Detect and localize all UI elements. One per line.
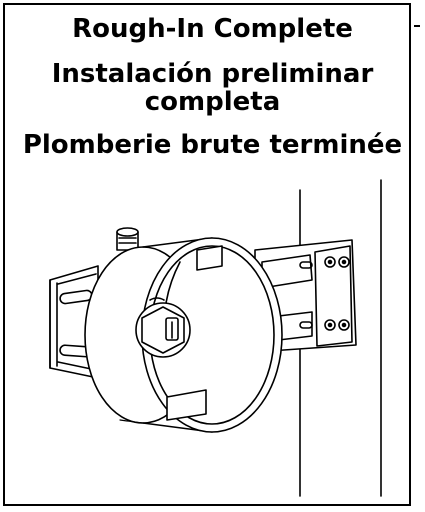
margin-tick-mark	[414, 25, 420, 27]
title-english: Rough-In Complete	[72, 14, 353, 44]
valve-body	[135, 297, 191, 358]
title-spanish: Instalación preliminar completa	[51, 59, 374, 117]
title-french: Plomberie brute terminée	[22, 130, 403, 160]
title-block: Rough-In Complete Instalación preliminar…	[0, 14, 425, 160]
inlet-nipple	[116, 227, 139, 251]
